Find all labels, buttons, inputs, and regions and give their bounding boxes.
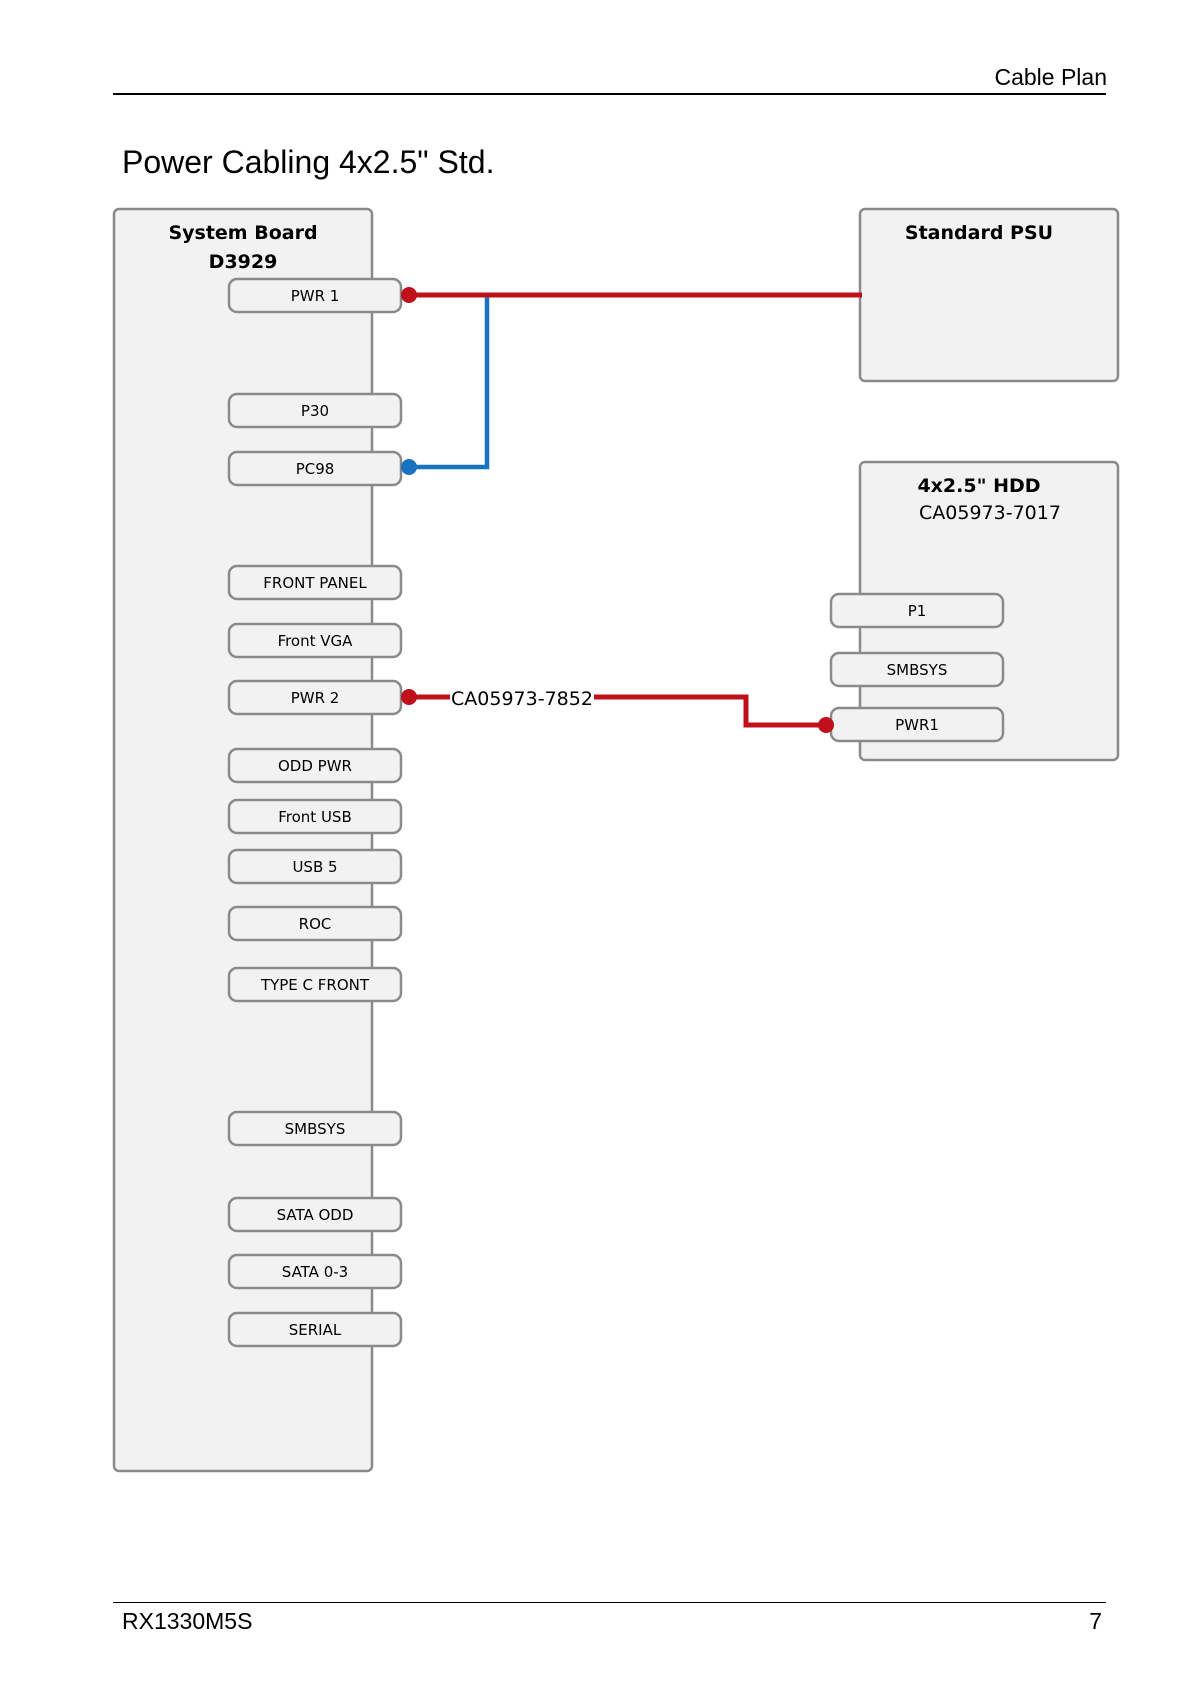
connector-label: PC98 [296, 460, 335, 478]
hdd-connector-smbsys: SMBSYS [831, 653, 1003, 686]
connector-label: P30 [301, 402, 329, 420]
connector-label: Front USB [278, 808, 352, 826]
cable-part-label: CA05973-7852 [451, 688, 593, 710]
connector-label: SATA 0-3 [282, 1263, 348, 1281]
hdd-connector-pwr1: PWR1 [831, 708, 1003, 741]
connector-label: SMBSYS [285, 1120, 346, 1138]
connector-label: PWR 1 [291, 287, 340, 305]
connector-label: TYPE C FRONT [260, 976, 370, 994]
connector-usb5: USB 5 [229, 850, 401, 883]
connector-label: SMBSYS [887, 661, 948, 679]
connector-label: PWR1 [895, 716, 939, 734]
connector-serial: SERIAL [229, 1313, 401, 1346]
system-board-model: D3929 [209, 251, 278, 273]
connector-roc: ROC [229, 907, 401, 940]
endpoint-pwr2 [401, 689, 417, 705]
connector-sata-odd: SATA ODD [229, 1198, 401, 1231]
connector-front-panel: FRONT PANEL [229, 566, 401, 599]
footer-model: RX1330M5S [122, 1608, 252, 1635]
hdd-part-number: CA05973-7017 [919, 502, 1061, 524]
hdd-connector-p1: P1 [831, 594, 1003, 627]
connector-pc98: PC98 [229, 452, 401, 485]
connector-sata-0-3: SATA 0-3 [229, 1255, 401, 1288]
page-number: 7 [1089, 1608, 1102, 1635]
connector-label: ODD PWR [278, 757, 352, 775]
connector-label: SATA ODD [277, 1206, 354, 1224]
endpoint-pc98 [401, 459, 417, 475]
connector-label: P1 [908, 602, 927, 620]
connector-type-c-front: TYPE C FRONT [229, 968, 401, 1001]
connector-label: ROC [299, 915, 332, 933]
cable-pwr2-to-hdd [594, 697, 826, 725]
cable-pc98-to-pwr1 [409, 296, 487, 467]
connector-label: PWR 2 [291, 689, 340, 707]
connector-label: USB 5 [292, 858, 337, 876]
connector-pwr1: PWR 1 [229, 279, 401, 312]
connector-label: FRONT PANEL [263, 574, 367, 592]
connector-p30: P30 [229, 394, 401, 427]
connector-front-vga: Front VGA [229, 624, 401, 657]
endpoint-hdd-pwr1 [818, 717, 834, 733]
system-board-title: System Board [168, 222, 317, 244]
connector-label: SERIAL [289, 1321, 342, 1339]
connector-front-usb: Front USB [229, 800, 401, 833]
footer-rule [113, 1602, 1106, 1603]
connector-odd-pwr: ODD PWR [229, 749, 401, 782]
endpoint-pwr1 [401, 287, 417, 303]
connector-label: Front VGA [278, 632, 354, 650]
psu-title: Standard PSU [905, 222, 1053, 244]
connector-pwr2: PWR 2 [229, 681, 401, 714]
hdd-title: 4x2.5" HDD [917, 475, 1040, 497]
connector-smbsys: SMBSYS [229, 1112, 401, 1145]
